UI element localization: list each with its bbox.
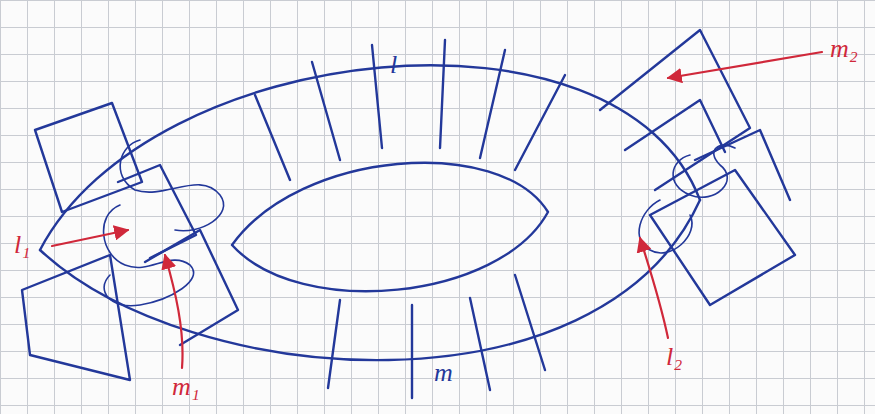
leader-line (52, 230, 128, 246)
leader-line (668, 52, 822, 78)
curve-label: l (388, 52, 399, 78)
curve-label: m₂ (828, 36, 860, 62)
leader-line (640, 238, 668, 338)
curve-label: m (432, 360, 455, 386)
curve-label: l₁ (12, 232, 32, 258)
curve-label: l₂ (664, 344, 684, 370)
leader-line (165, 255, 183, 368)
curve-label: m₁ (170, 374, 202, 400)
